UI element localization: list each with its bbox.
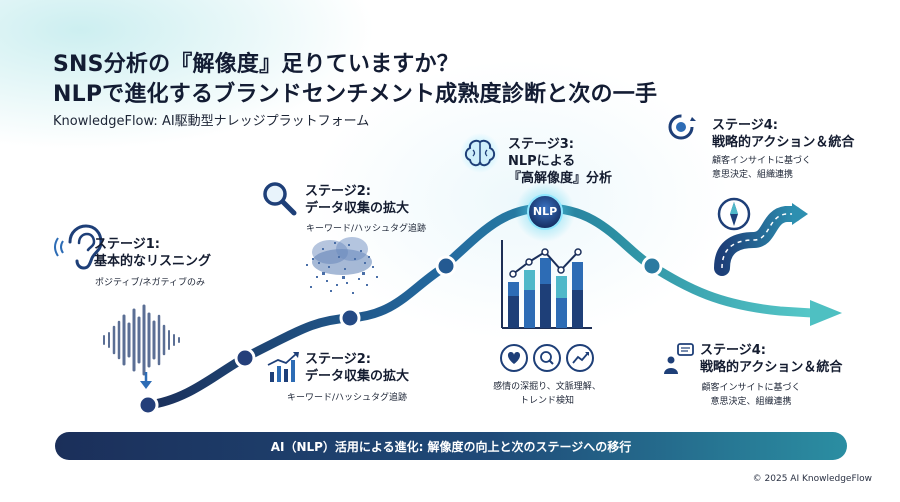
stage4-upper-block: ステージ4: 戦略的アクション＆統合 [712,117,854,151]
analysis-bar-chart [501,240,592,329]
chat-person-icon [664,343,694,374]
magnifier-icon [263,182,297,216]
curve-node-4 [435,255,457,277]
heart-icon [500,344,528,372]
curve-node-3 [339,307,361,329]
stage3-title-line2: NLPによる [508,154,576,169]
stage2-upper-title-line2: データ収集の拡大 [305,201,410,216]
curve-node-2 [234,347,256,369]
nlp-badge-label: NLP [532,205,558,218]
road-map-illustration [714,197,808,276]
stage2-lower-desc: キーワード/ハッシュタグ追跡 [287,393,408,403]
stage4-lower-desc: 顧客インサイトに基づく 意思決定、組織連携 [686,381,816,409]
page-title-line1: SNS分析の『解像度』足りていますか？ [53,52,459,77]
page-subtitle: KnowledgeFlow: AI駆動型ナレッジプラットフォーム [53,114,370,129]
ear-icon [54,224,103,270]
compass-icon [668,114,696,140]
stage4-upper-title-line2: 戦略的アクション＆統合 [712,135,855,150]
stage1-title-line2: 基本的なリスニング [94,254,212,269]
stage3-title-line1: ステージ3: [508,137,574,152]
stage1-title-line1: ステージ1: [94,237,160,252]
stage3-desc: 感情の深掘り、文脈理解、 トレンド検知 [487,380,607,408]
stage4-upper-desc: 顧客インサイトに基づく 意思決定、組織連携 [712,154,811,182]
curve-node-1 [137,394,159,416]
brain-icon [460,133,500,173]
audio-waveform-icon [103,304,180,376]
evolution-banner: AI（NLP）活用による進化: 解像度の向上と次のステージへの移行 [55,432,847,460]
stage2-upper-title-line1: ステージ2: [305,184,371,199]
stage4-upper-title-line1: ステージ4: [712,118,778,133]
stage3-desc-line1: 感情の深掘り、文脈理解、 [493,382,601,392]
stage3-block: ステージ3: NLPによる 『高解像度』分析 [508,136,612,187]
nlp-badge [515,182,575,242]
stage4-lower-title-line1: ステージ4: [700,343,766,358]
data-cloud-icon [306,237,378,294]
stage4-lower-desc-line2: 意思決定、組織連携 [710,397,792,407]
stage1-block: ステージ1: 基本的なリスニング [94,236,211,270]
curve-arrowhead [810,300,842,326]
trend-icon [566,344,594,372]
stage4-upper-desc-line1: 顧客インサイトに基づく [712,156,812,166]
stage2-upper-desc: キーワード/ハッシュタグ追跡 [306,224,427,234]
page-title-line2: NLPで進化するブランドセンチメント成熟度診断と次の一手 [53,82,658,107]
bar-chart-icon [267,352,299,382]
stage4-upper-desc-line2: 意思決定、組織連携 [712,170,794,180]
stage2-upper-block: ステージ2: データ収集の拡大 [305,183,409,217]
stage4-lower-desc-line1: 顧客インサイトに基づく [701,383,801,393]
stage2-lower-title-line1: ステージ2: [305,352,371,367]
down-arrow-icon [140,372,152,389]
stage3-desc-line2: トレンド検知 [519,396,574,406]
copyright-footer: © 2025 AI KnowledgeFlow [752,474,872,484]
search-chat-icon [533,344,561,372]
stage2-lower-title-line2: データ収集の拡大 [305,369,410,384]
stage4-lower-title-line2: 戦略的アクション＆統合 [700,360,843,375]
curve-node-5 [641,255,663,277]
stage1-desc: ポジティブ/ネガティブのみ [95,278,205,288]
stage4-lower-block: ステージ4: 戦略的アクション＆統合 [700,342,842,376]
stage2-lower-block: ステージ2: データ収集の拡大 [305,351,409,385]
stage3-title-line3: 『高解像度』分析 [508,171,613,186]
